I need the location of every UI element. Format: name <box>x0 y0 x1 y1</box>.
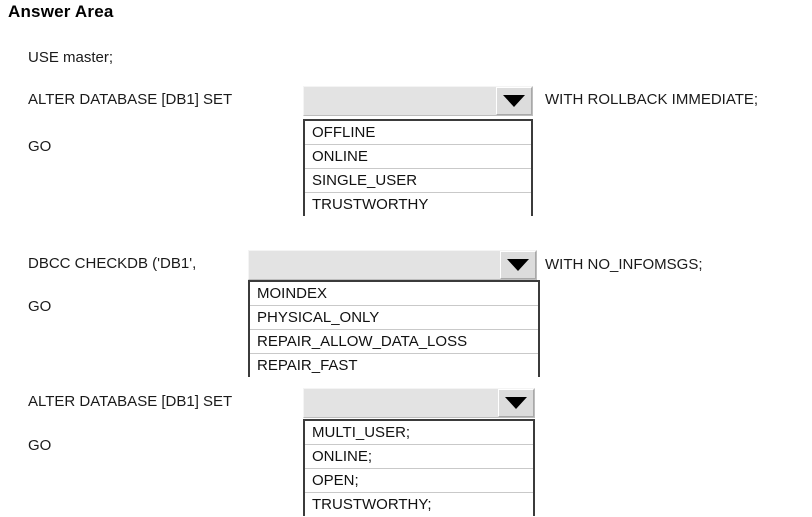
dropdown-2-chevron-down-icon[interactable] <box>500 251 536 279</box>
dropdown-3-chevron-down-icon[interactable] <box>498 389 534 417</box>
dropdown-2[interactable] <box>248 250 537 280</box>
dropdown-1-option[interactable]: ONLINE <box>305 145 531 169</box>
dropdown-3-option-list[interactable]: MULTI_USER; ONLINE; OPEN; TRUSTWORTHY; <box>303 419 535 517</box>
dropdown-2-selected-value[interactable] <box>249 251 500 279</box>
dropdown-1-option[interactable]: SINGLE_USER <box>305 169 531 193</box>
page-title: Answer Area <box>8 2 114 21</box>
code-line-with-rollback-immediate: WITH ROLLBACK IMMEDIATE; <box>545 91 759 108</box>
dropdown-1-chevron-down-icon[interactable] <box>496 87 532 115</box>
code-line-alter-database-2: ALTER DATABASE [DB1] SET <box>28 393 233 410</box>
dropdown-1[interactable] <box>303 86 533 116</box>
dropdown-2-option[interactable]: MOINDEX <box>250 282 538 306</box>
dropdown-1-selected-value[interactable] <box>304 87 496 115</box>
dropdown-2-option[interactable]: PHYSICAL_ONLY <box>250 306 538 330</box>
code-line-go-3: GO <box>28 437 52 454</box>
code-line-go-1: GO <box>28 138 52 155</box>
code-line-go-2: GO <box>28 298 52 315</box>
chevron-down-icon <box>507 259 529 271</box>
dropdown-3-option[interactable]: OPEN; <box>305 469 533 493</box>
dropdown-3[interactable] <box>303 388 535 418</box>
dropdown-3-option[interactable]: MULTI_USER; <box>305 421 533 445</box>
code-line-alter-database-1: ALTER DATABASE [DB1] SET <box>28 91 233 108</box>
dropdown-2-option[interactable]: REPAIR_ALLOW_DATA_LOSS <box>250 330 538 354</box>
chevron-down-icon <box>505 397 527 409</box>
code-line-dbcc-checkdb: DBCC CHECKDB ('DB1', <box>28 255 197 272</box>
dropdown-1-option-list[interactable]: OFFLINE ONLINE SINGLE_USER TRUSTWORTHY <box>303 119 533 217</box>
dropdown-3-option[interactable]: TRUSTWORTHY; <box>305 493 533 517</box>
dropdown-1-option[interactable]: TRUSTWORTHY <box>305 193 531 217</box>
dropdown-3-option[interactable]: ONLINE; <box>305 445 533 469</box>
dropdown-2-option-list[interactable]: MOINDEX PHYSICAL_ONLY REPAIR_ALLOW_DATA_… <box>248 280 540 378</box>
code-line-use-master: USE master; <box>28 49 114 66</box>
dropdown-1-option[interactable]: OFFLINE <box>305 121 531 145</box>
dropdown-2-option[interactable]: REPAIR_FAST <box>250 354 538 378</box>
code-line-with-no-infomsgs: WITH NO_INFOMSGS; <box>545 256 703 273</box>
chevron-down-icon <box>503 95 525 107</box>
dropdown-3-selected-value[interactable] <box>304 389 498 417</box>
